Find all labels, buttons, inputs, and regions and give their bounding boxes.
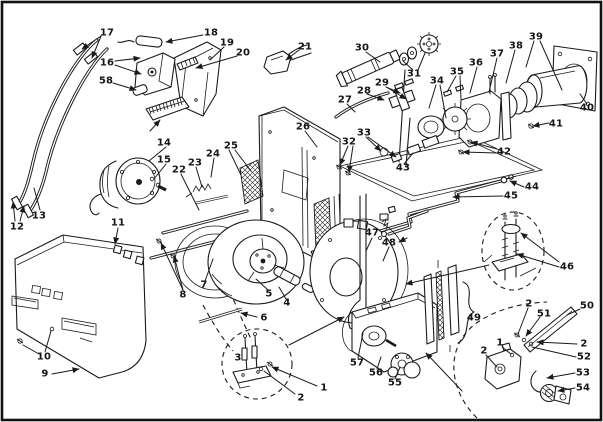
part-label-1-57: 1 xyxy=(320,383,327,394)
igniter-assembly-group xyxy=(117,35,222,132)
part-label-2-58: 2 xyxy=(297,393,304,404)
part-label-7-39: 7 xyxy=(200,280,207,291)
part-label-57-59: 57 xyxy=(350,358,364,369)
part-label-33-21: 33 xyxy=(357,128,371,139)
part-label-31-8: 31 xyxy=(407,69,421,80)
part-label-2-50: 2 xyxy=(580,339,587,350)
part-label-32-22: 32 xyxy=(342,137,356,148)
part-label-42-29: 42 xyxy=(497,147,511,158)
part-label-3-56: 3 xyxy=(234,353,241,364)
part-label-58-6: 58 xyxy=(99,76,113,87)
part-label-34-12: 34 xyxy=(430,76,444,87)
part-label-46-38: 46 xyxy=(560,262,574,273)
part-label-26-20: 26 xyxy=(296,122,310,133)
part-label-6-43: 6 xyxy=(260,313,267,324)
part-label-9-55: 9 xyxy=(41,369,48,380)
blower-wheel-group xyxy=(174,219,321,324)
part-label-30-7: 30 xyxy=(355,43,369,54)
air-tube-group xyxy=(335,45,598,176)
part-label-50-47: 50 xyxy=(580,301,594,312)
part-label-22-26: 22 xyxy=(172,165,186,176)
part-label-27-11: 27 xyxy=(338,95,352,106)
part-label-55-61: 55 xyxy=(388,378,402,389)
part-label-13-34: 13 xyxy=(32,211,46,222)
part-label-49-44: 49 xyxy=(467,313,481,324)
leader-lines-group xyxy=(10,34,588,395)
part-label-20-3: 20 xyxy=(236,48,250,59)
part-label-41-19: 41 xyxy=(549,119,563,130)
part-label-21-4: 21 xyxy=(298,42,312,53)
connector-group xyxy=(263,44,312,75)
part-label-11-35: 11 xyxy=(111,218,125,229)
part-label-19-2: 19 xyxy=(220,38,234,49)
part-label-40-18: 40 xyxy=(580,103,594,114)
motor-group xyxy=(89,157,167,216)
part-label-2-49: 2 xyxy=(480,346,487,357)
part-label-52-51: 52 xyxy=(577,352,591,363)
part-label-29-9: 29 xyxy=(375,78,389,89)
part-label-15-28: 15 xyxy=(157,155,171,166)
part-label-2-45: 2 xyxy=(525,299,532,310)
part-label-25-23: 25 xyxy=(224,141,238,152)
part-label-54-53: 54 xyxy=(576,383,590,394)
part-label-51-46: 51 xyxy=(537,309,551,320)
part-label-8-40: 8 xyxy=(179,290,186,301)
pump-housing-group xyxy=(342,260,475,379)
part-label-53-52: 53 xyxy=(576,368,590,379)
fuel-line-27-group xyxy=(334,69,416,167)
cartridge-group xyxy=(335,32,441,88)
part-label-45-32: 45 xyxy=(504,191,518,202)
part-label-5-41: 5 xyxy=(265,289,272,300)
electrode-detail-group xyxy=(221,316,345,400)
part-label-14-27: 14 xyxy=(157,138,171,149)
part-label-43-30: 43 xyxy=(396,163,410,174)
part-label-38-16: 38 xyxy=(509,41,523,52)
part-label-56-60: 56 xyxy=(369,368,383,379)
part-label-36-14: 36 xyxy=(469,58,483,69)
part-label-28-10: 28 xyxy=(357,86,371,97)
part-label-37-15: 37 xyxy=(490,49,504,60)
part-label-44-31: 44 xyxy=(525,182,539,193)
part-label-23-25: 23 xyxy=(188,158,202,169)
part-label-24-24: 24 xyxy=(206,149,220,160)
screen-25 xyxy=(239,159,264,205)
part-label-48-37: 48 xyxy=(382,238,396,249)
part-label-1-48: 1 xyxy=(496,338,503,349)
part-label-4-42: 4 xyxy=(283,298,290,309)
part-label-10-54: 10 xyxy=(37,352,51,363)
part-label-39-17: 39 xyxy=(529,32,543,43)
pump-detail-group xyxy=(425,301,578,419)
cover-group xyxy=(11,234,147,379)
part-label-18-1: 18 xyxy=(204,28,218,39)
part-label-16-5: 16 xyxy=(100,58,114,69)
part-label-17-0: 17 xyxy=(100,28,114,39)
part-label-47-36: 47 xyxy=(365,228,379,239)
part-label-35-13: 35 xyxy=(450,67,464,78)
oil-hoses-group xyxy=(10,38,109,219)
part-label-12-33: 12 xyxy=(10,222,24,233)
